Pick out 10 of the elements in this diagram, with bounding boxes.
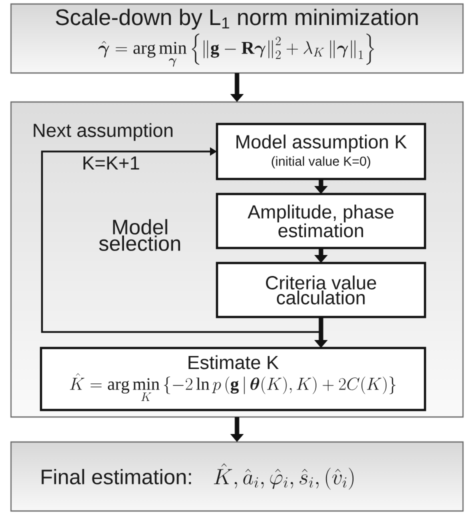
loop-annotation: K=K+1 (84, 156, 140, 170)
process-box: Scale-down by L$_{1}$ norm minimization $\hat{\boldsymbol{\gamma}}=\arg\min\limits_{\boldsymbol{\gamma}}\left\{\left\|\mathbf{g}-\mathbf{R}\boldsymbol{\gamma}\right\|_{2}^{2}+\lambda_{K}\left\|\boldsymbol{\gamma}\right\|_{1}\right\}$ (10, 3, 464, 74)
process-box: Model assumption K (initial value K=0) (216, 122, 426, 180)
process-box: Estimate K $\hat{K}=\arg\min\limits_{K}\left\{-2\ln p\left(\mathbf{g}\,|\,\boldsymbol{\theta}(K),K\right)+2C(K)\right\}$ (40, 346, 426, 412)
arrow (41, 147, 322, 333)
process-box: Final estimation: $\hat{K},\hat{a}_{i},\hat{\varphi}_{i},\hat{s}_{i},\left(\hat{v}_{i}\right)$ (10, 441, 464, 512)
group-label: Model selection (99, 219, 180, 251)
process-box: Criteria value calculation (216, 262, 426, 318)
process-box: Amplitude, phase estimation (216, 192, 426, 250)
edge-label: Next assumption (34, 123, 172, 141)
